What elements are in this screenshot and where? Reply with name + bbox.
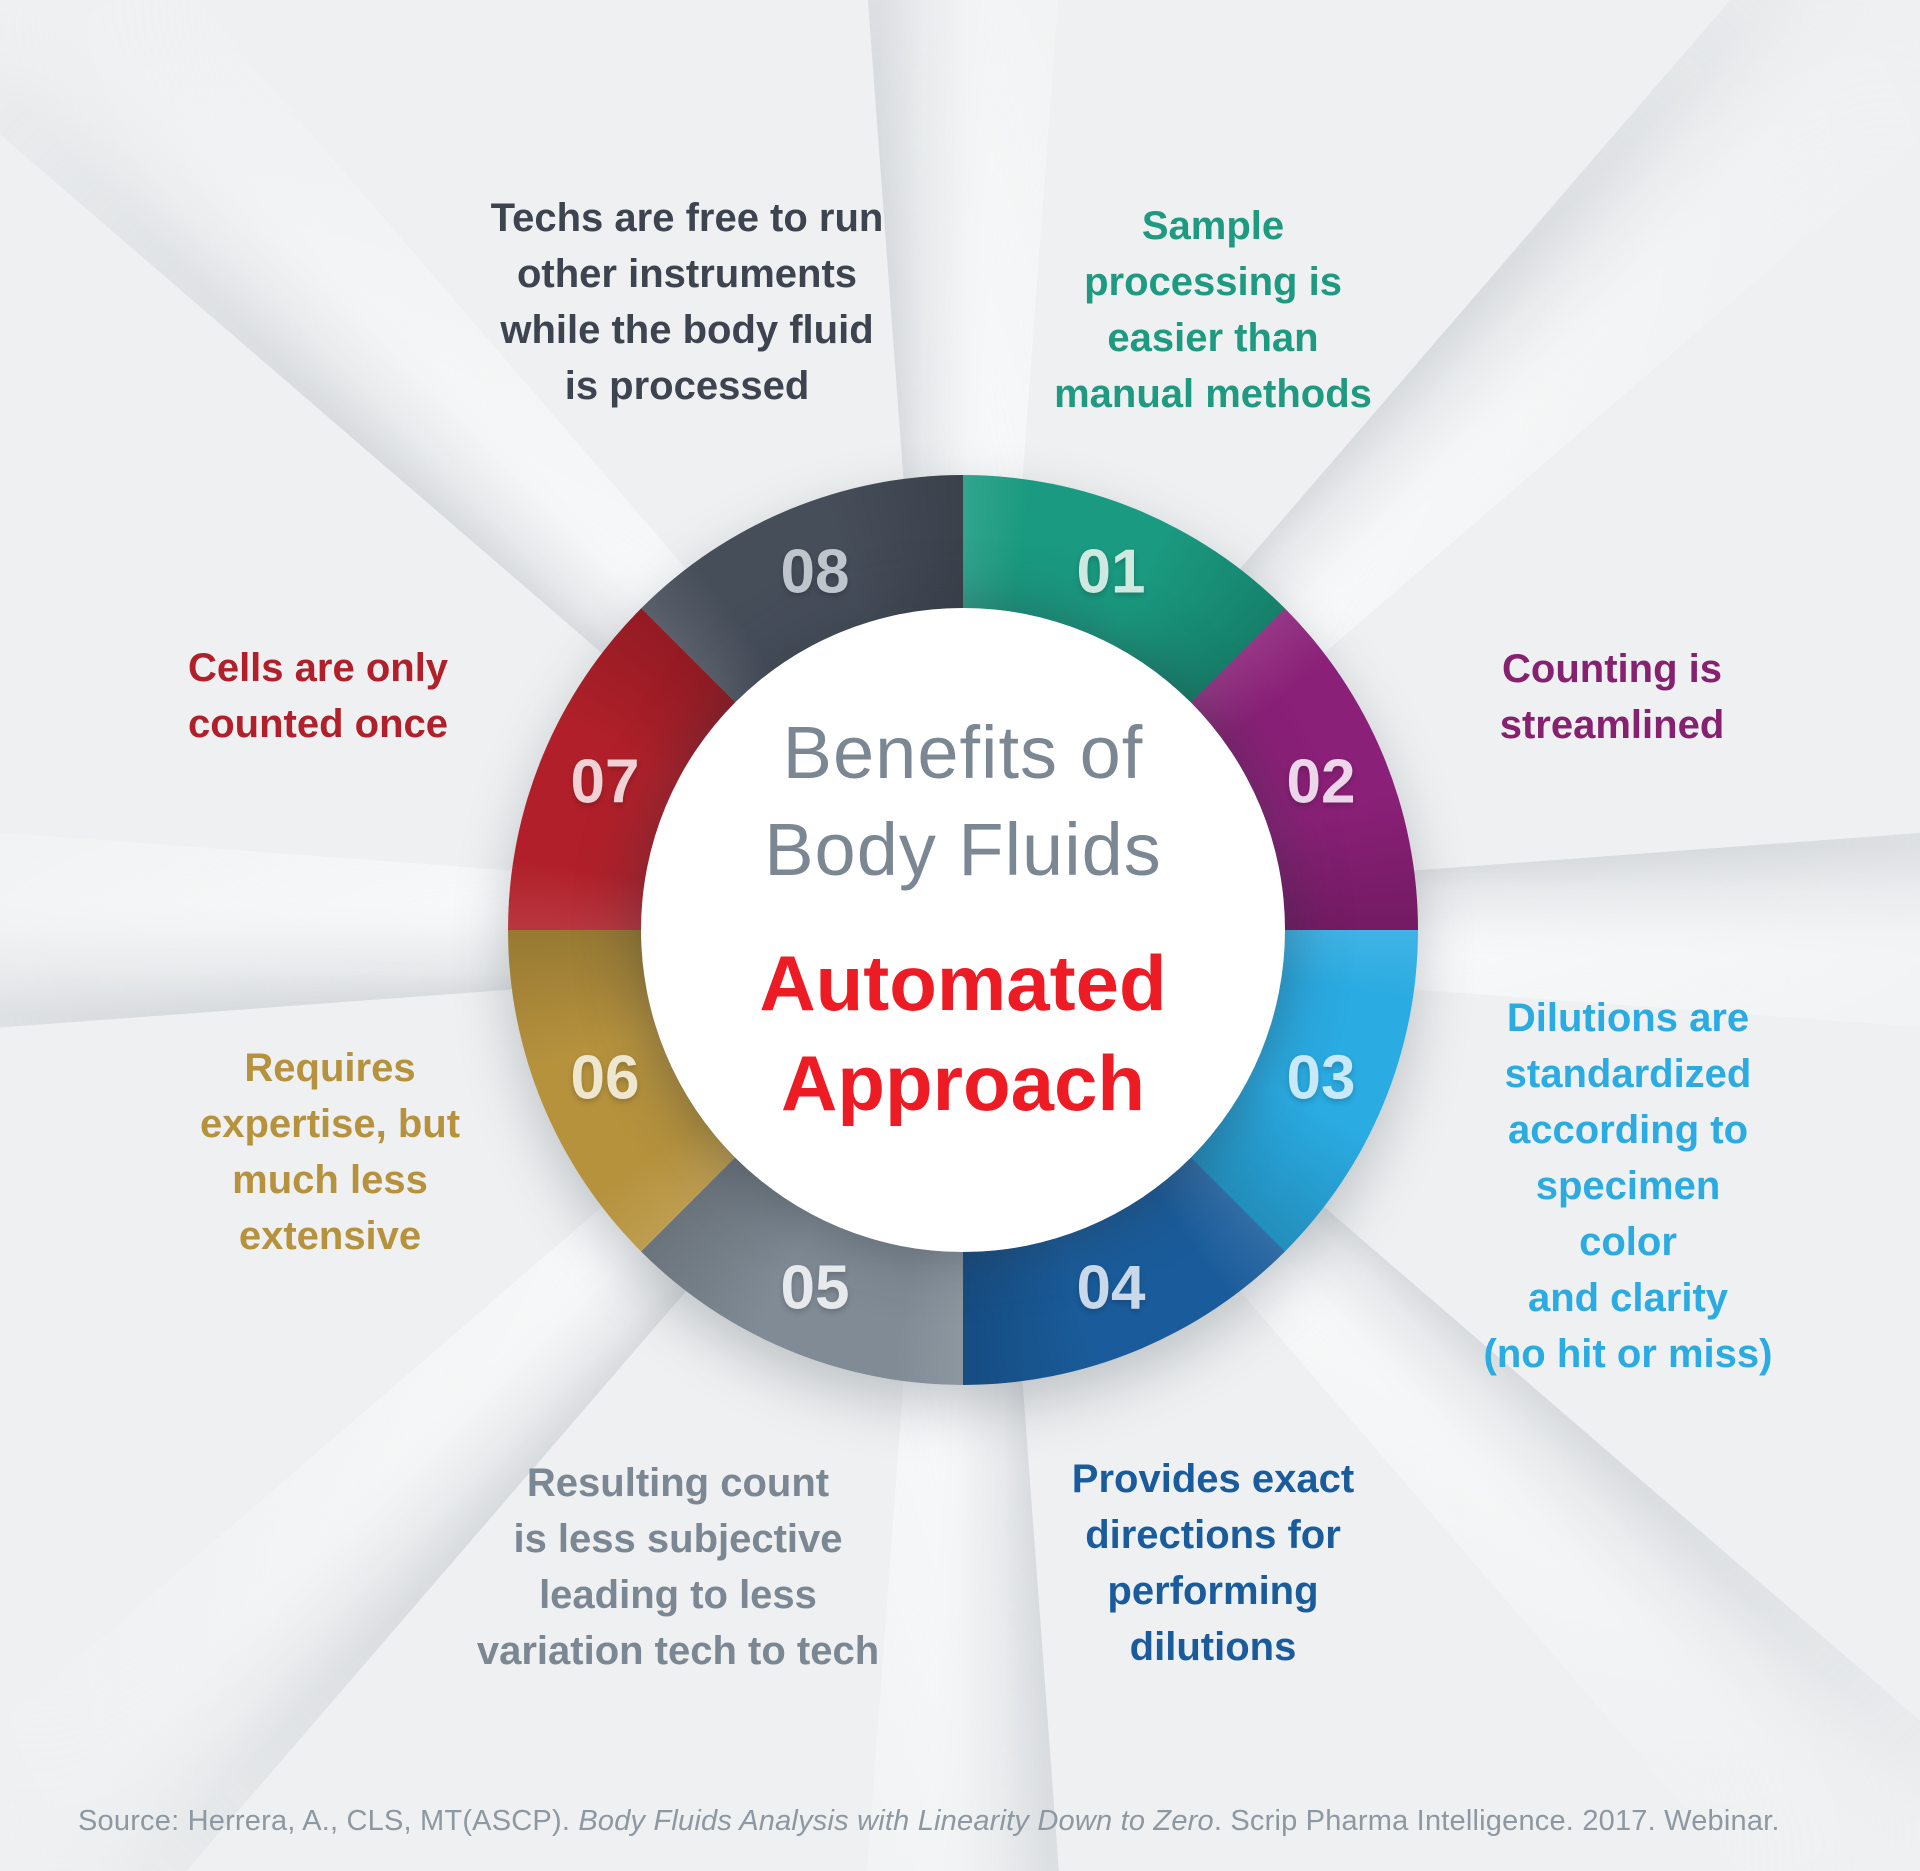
segment-number-05: 05 (780, 1253, 850, 1323)
segment-label-01: Sample processing is easier than manual … (1054, 204, 1372, 416)
diagram-subtitle: Automated Approach (759, 939, 1167, 1127)
source-work-title: Body Fluids Analysis with Linearity Down… (578, 1805, 1214, 1837)
segment-number-06: 06 (570, 1043, 640, 1113)
source-suffix: . Scrip Pharma Intelligence. 2017. Webin… (1213, 1805, 1780, 1837)
segment-label-07: Cells are only counted once (187, 646, 449, 746)
center-circle (641, 608, 1285, 1252)
segment-number-03: 03 (1286, 1043, 1356, 1113)
segment-number-08: 08 (780, 537, 850, 607)
segment-label-02: Counting is streamlined (1499, 647, 1725, 747)
segment-number-01: 01 (1076, 537, 1146, 607)
segment-number-04: 04 (1076, 1253, 1146, 1323)
segment-number-07: 07 (570, 747, 640, 817)
diagram-title: Benefits of Body Fluids (764, 711, 1162, 891)
source-prefix: Source: Herrera, A., CLS, MT(ASCP). (78, 1805, 579, 1837)
source-citation: Source: Herrera, A., CLS, MT(ASCP). Body… (78, 1805, 1780, 1838)
segment-number-02: 02 (1286, 747, 1356, 817)
segment-label-04: Provides exact directions for performing… (1071, 1457, 1355, 1669)
segment-label-05: Resulting count is less subjective leadi… (476, 1461, 880, 1673)
segment-label-03: Dilutions are standardized according to … (1483, 996, 1773, 1376)
segment-label-08: Techs are free to run other instruments … (490, 196, 884, 408)
segment-label-06: Requires expertise, but much less extens… (199, 1046, 461, 1258)
